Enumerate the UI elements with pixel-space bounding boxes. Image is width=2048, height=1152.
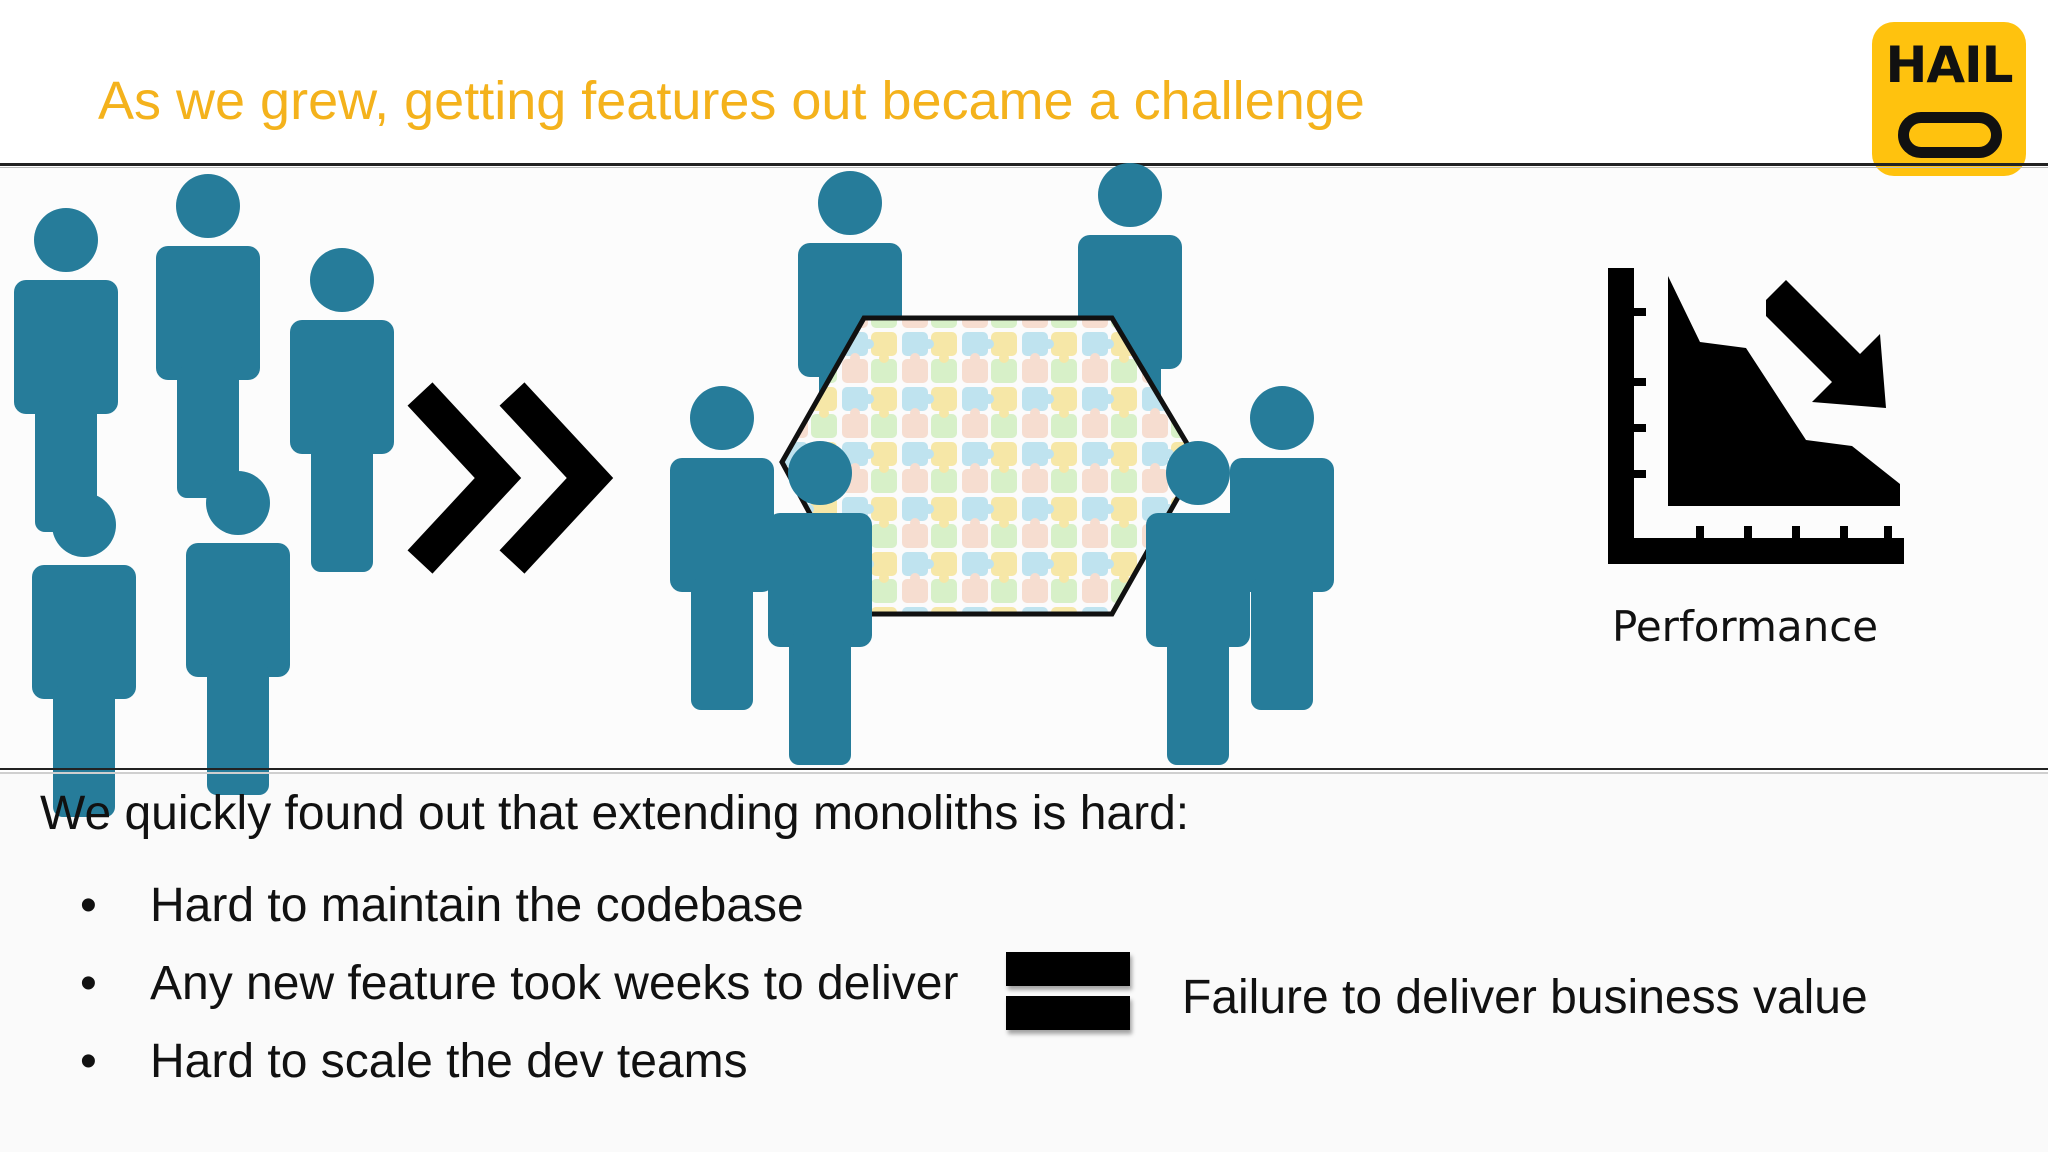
bullet-icon: • <box>80 879 97 932</box>
equals-bar-top <box>1006 952 1130 986</box>
person-icon <box>670 386 774 710</box>
double-chevron-right-icon <box>407 382 614 574</box>
top-divider <box>0 163 2048 166</box>
equals-bar-bottom <box>1006 996 1130 1030</box>
people-group-icon <box>14 174 394 817</box>
hailo-logo: HAIL <box>1872 22 2026 176</box>
logo-text: HAIL <box>1885 36 2013 94</box>
slide-title: As we grew, getting features out became … <box>98 71 1365 131</box>
bottom-divider <box>0 768 2048 770</box>
intro-statement: We quickly found out that extending mono… <box>40 787 1190 840</box>
person-icon <box>156 174 260 498</box>
bullet-icon: • <box>80 957 97 1010</box>
person-icon <box>14 208 118 532</box>
top-divider-shadow <box>0 167 2048 168</box>
result-statement: Failure to deliver business value <box>1182 971 1868 1024</box>
person-icon <box>186 471 290 795</box>
bullet-icon: • <box>80 1035 97 1088</box>
bullet-text: Any new feature took weeks to deliver <box>150 957 959 1010</box>
person-icon <box>290 248 394 572</box>
bullet-text: Hard to maintain the codebase <box>150 879 804 932</box>
logo-ring-icon <box>1898 112 2002 158</box>
puzzle-monolith-icon <box>779 315 1201 617</box>
bullet-text: Hard to scale the dev teams <box>150 1035 748 1088</box>
bottom-divider-shadow <box>0 772 2048 774</box>
performance-label: Performance <box>1612 602 1879 651</box>
declining-chart-icon <box>1608 268 1904 564</box>
